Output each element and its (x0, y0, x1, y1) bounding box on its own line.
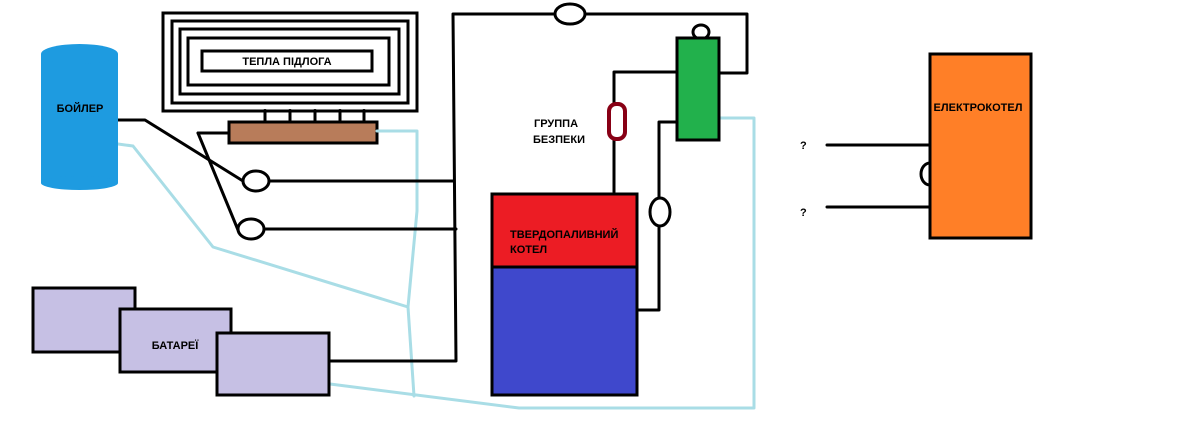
safety-group-label-line1: ГРУППА (534, 118, 578, 130)
return-pipes (116, 116, 756, 410)
electric-boiler-label: ЕЛЕКТРОКОТЕЛ (934, 102, 1023, 114)
safety-valve-icon (607, 102, 627, 141)
unknown-connection-label: ? (800, 207, 807, 219)
hydraulic-separator (675, 23, 721, 142)
radiator (118, 307, 233, 374)
supply-pipes (116, 12, 932, 363)
pump-icon (553, 2, 587, 26)
water-heater-label: БОЙЛЕР (57, 102, 104, 115)
safety-group-label-line2: БЕЗПЕКИ (533, 134, 585, 146)
solid-fuel-boiler-label-line2: КОТЕЛ (510, 244, 547, 256)
floor-heating-label: ТЕПЛА ПІДЛОГА (242, 56, 331, 68)
water-heater-tank (41, 44, 118, 190)
solid-fuel-boiler-label-line1: ТВЕРДОПАЛИВНИЙ (510, 228, 618, 241)
pump-icon (648, 196, 672, 228)
pump-icon (241, 169, 271, 193)
solid-fuel-boiler (490, 192, 639, 397)
unknown-connection-label: ? (800, 140, 807, 152)
radiator (31, 286, 137, 354)
pump-icon (236, 217, 266, 241)
floor-heating-manifold (227, 109, 379, 145)
radiator (215, 331, 331, 397)
radiators-label: БАТАРЕЇ (152, 339, 200, 352)
electric-boiler (928, 52, 1033, 240)
